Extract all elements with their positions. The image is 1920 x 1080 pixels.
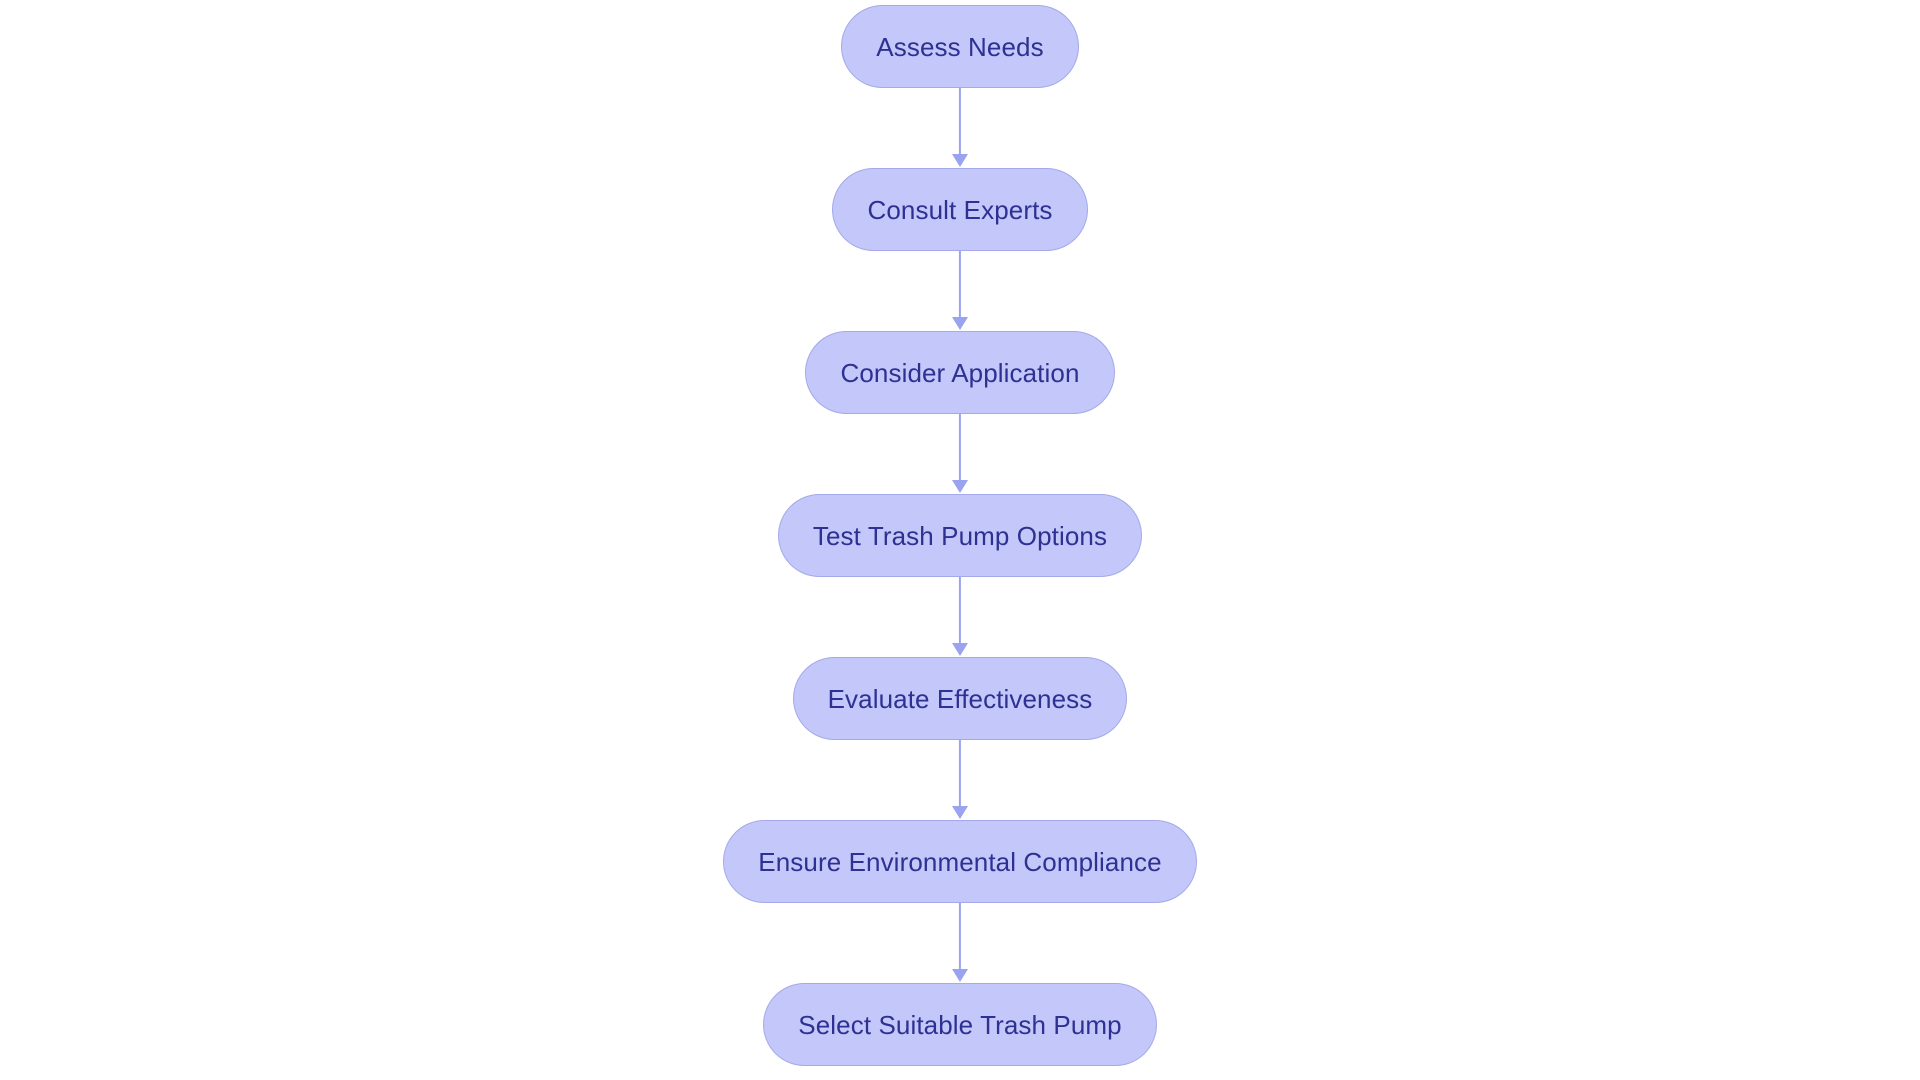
connector-line [958,577,962,645]
flow-node-label: Test Trash Pump Options [812,520,1108,551]
flow-connector-1 [945,88,975,168]
flow-node-assess-needs[interactable]: Assess Needs [841,5,1079,88]
flow-node-consider-application[interactable]: Consider Application [805,331,1115,414]
flowchart-node-column: Assess Needs Consult Experts Consider Ap… [0,5,1920,1066]
flow-node-test-trash-pump-options[interactable]: Test Trash Pump Options [777,494,1143,577]
flow-node-select-suitable-trash-pump[interactable]: Select Suitable Trash Pump [763,983,1157,1066]
flow-connector-6 [945,903,975,983]
flow-node-label: Ensure Environmental Compliance [758,846,1162,877]
down-arrow-icon [952,154,968,167]
flow-node-label: Consult Experts [867,194,1053,225]
down-arrow-icon [952,317,968,330]
flow-node-label: Consider Application [840,357,1080,388]
flow-node-label: Select Suitable Trash Pump [798,1009,1122,1040]
flow-node-label: Assess Needs [876,31,1044,62]
flow-connector-2 [945,251,975,331]
connector-line [958,903,962,971]
connector-line [958,740,962,808]
connector-line [958,88,962,156]
connector-line [958,414,962,482]
connector-line [958,251,962,319]
flow-node-ensure-environmental-compliance[interactable]: Ensure Environmental Compliance [723,820,1197,903]
flow-node-consult-experts[interactable]: Consult Experts [832,168,1088,251]
down-arrow-icon [952,480,968,493]
flow-connector-5 [945,740,975,820]
flow-connector-3 [945,414,975,494]
flow-node-evaluate-effectiveness[interactable]: Evaluate Effectiveness [792,657,1128,740]
down-arrow-icon [952,806,968,819]
flow-connector-4 [945,577,975,657]
flow-node-label: Evaluate Effectiveness [827,683,1093,714]
down-arrow-icon [952,969,968,982]
down-arrow-icon [952,643,968,656]
